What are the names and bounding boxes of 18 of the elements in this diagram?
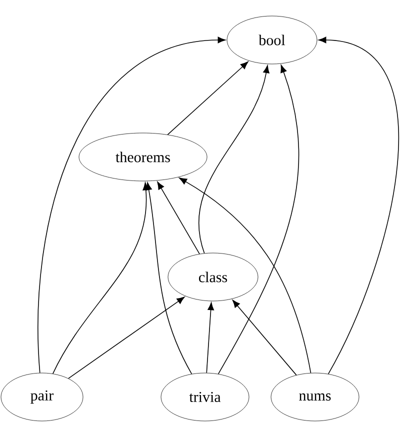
ellipse-node: nums xyxy=(270,372,360,422)
arrow xyxy=(146,182,192,374)
arrow xyxy=(198,65,270,254)
arrow xyxy=(52,182,150,374)
arrow xyxy=(318,36,399,374)
ellipse-node: class xyxy=(168,252,258,302)
arrow xyxy=(206,302,214,374)
arrow xyxy=(157,182,200,254)
ellipse-node: theorems xyxy=(78,132,208,182)
arrow xyxy=(68,296,185,379)
ellipse-node: pair xyxy=(0,372,84,422)
ellipse-node: trivia xyxy=(160,372,250,422)
arrow xyxy=(167,62,248,136)
ellipse-node: bool xyxy=(226,16,318,64)
arrow xyxy=(179,178,312,374)
arrow xyxy=(38,36,226,374)
arrow xyxy=(218,64,300,374)
arrow xyxy=(232,300,297,376)
